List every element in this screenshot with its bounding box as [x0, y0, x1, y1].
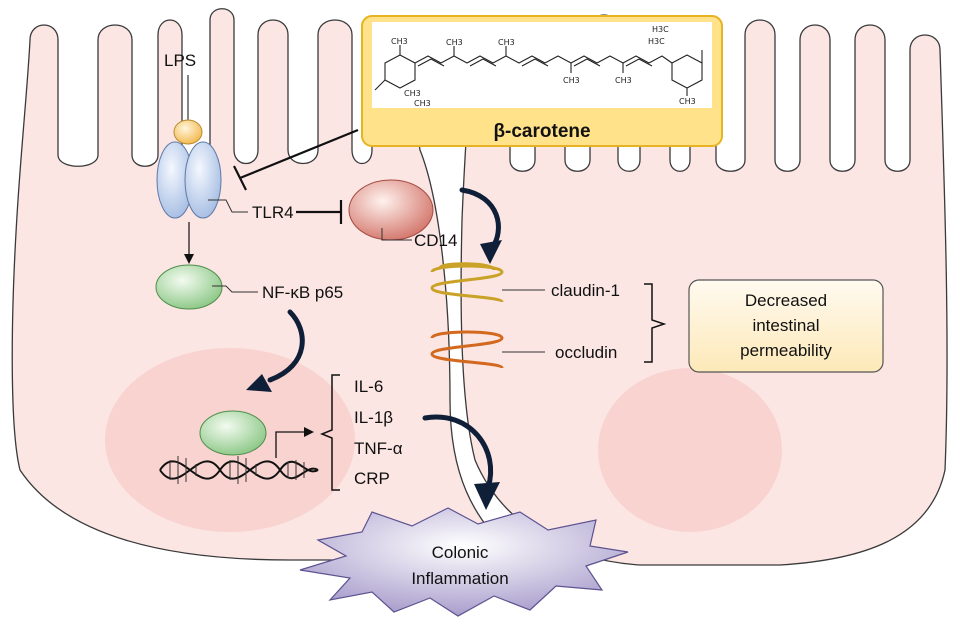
tlr4-receptor-right [184, 141, 222, 219]
nfkb-bound-molecule [199, 410, 267, 456]
cytokine-il6: IL-6 [354, 377, 383, 396]
tlr4-to-nfkb-arrowhead [184, 254, 194, 264]
cytokine-bracket [319, 374, 340, 491]
cd14-leader [381, 228, 412, 241]
tlr4-label: TLR4 [252, 203, 294, 222]
effect-line-2: intestinal [752, 316, 819, 335]
methyl-label: H3C [652, 25, 669, 34]
permeability-effect-box [688, 279, 884, 373]
effect-line-3: permeability [740, 341, 832, 360]
inflammation-burst [299, 507, 629, 617]
junction-bracket [644, 283, 667, 363]
nfkb-leader [212, 285, 258, 293]
occludin-protein [430, 330, 504, 370]
inflammation-arrow [422, 414, 494, 491]
methyl-label: CH3 [498, 38, 515, 47]
methyl-label: CH3 [563, 76, 580, 85]
outcome-line-1: Colonic [432, 543, 489, 562]
occludin-label: occludin [555, 343, 617, 362]
cytokine-tnfa: TNF-α [354, 439, 403, 458]
lps-molecule [173, 119, 203, 145]
methyl-label: H3C [648, 37, 665, 46]
methyl-label: CH3 [391, 37, 408, 46]
methyl-label: CH3 [679, 97, 696, 106]
methyl-label: CH3 [615, 76, 632, 85]
right-nucleus [598, 368, 782, 532]
inhibit-tlr4-bar [233, 165, 247, 191]
methyl-label: CH3 [404, 89, 421, 98]
transcription-arrow [275, 431, 306, 458]
effect-line-1: Decreased [745, 291, 827, 310]
cytokine-crp: CRP [354, 469, 390, 488]
beta-carotene-label: β-carotene [493, 121, 590, 142]
claudin-label: claudin-1 [551, 281, 620, 300]
cytokine-il1b: IL-1β [354, 408, 393, 427]
methyl-labels: CH3 CH3 CH3 CH3 CH3 CH3 CH3 CH3 H3C H3C [391, 25, 696, 108]
transcription-arrowhead [304, 427, 314, 437]
tlr4-leader [208, 199, 248, 213]
outcome-line-2: Inflammation [411, 569, 508, 588]
tight-junction-arrowhead [480, 240, 502, 264]
nfkb-molecule [155, 264, 223, 310]
nfkb-translocation-arrowhead [246, 374, 272, 392]
inflammation-arrowhead [474, 482, 500, 510]
beta-carotene-structure [374, 45, 703, 96]
methyl-label: CH3 [446, 38, 463, 47]
lps-label: LPS [164, 51, 196, 70]
dna-rungs [169, 456, 305, 484]
chemical-structure-panel [372, 22, 712, 108]
methyl-label: CH3 [414, 99, 431, 108]
inhibit-tlr4-line [239, 128, 359, 180]
cd14-label: CD14 [414, 231, 457, 250]
nfkb-translocation-arrow [267, 309, 305, 383]
nfkb-label: NF-κB p65 [262, 283, 343, 302]
claudin-protein [430, 262, 504, 304]
